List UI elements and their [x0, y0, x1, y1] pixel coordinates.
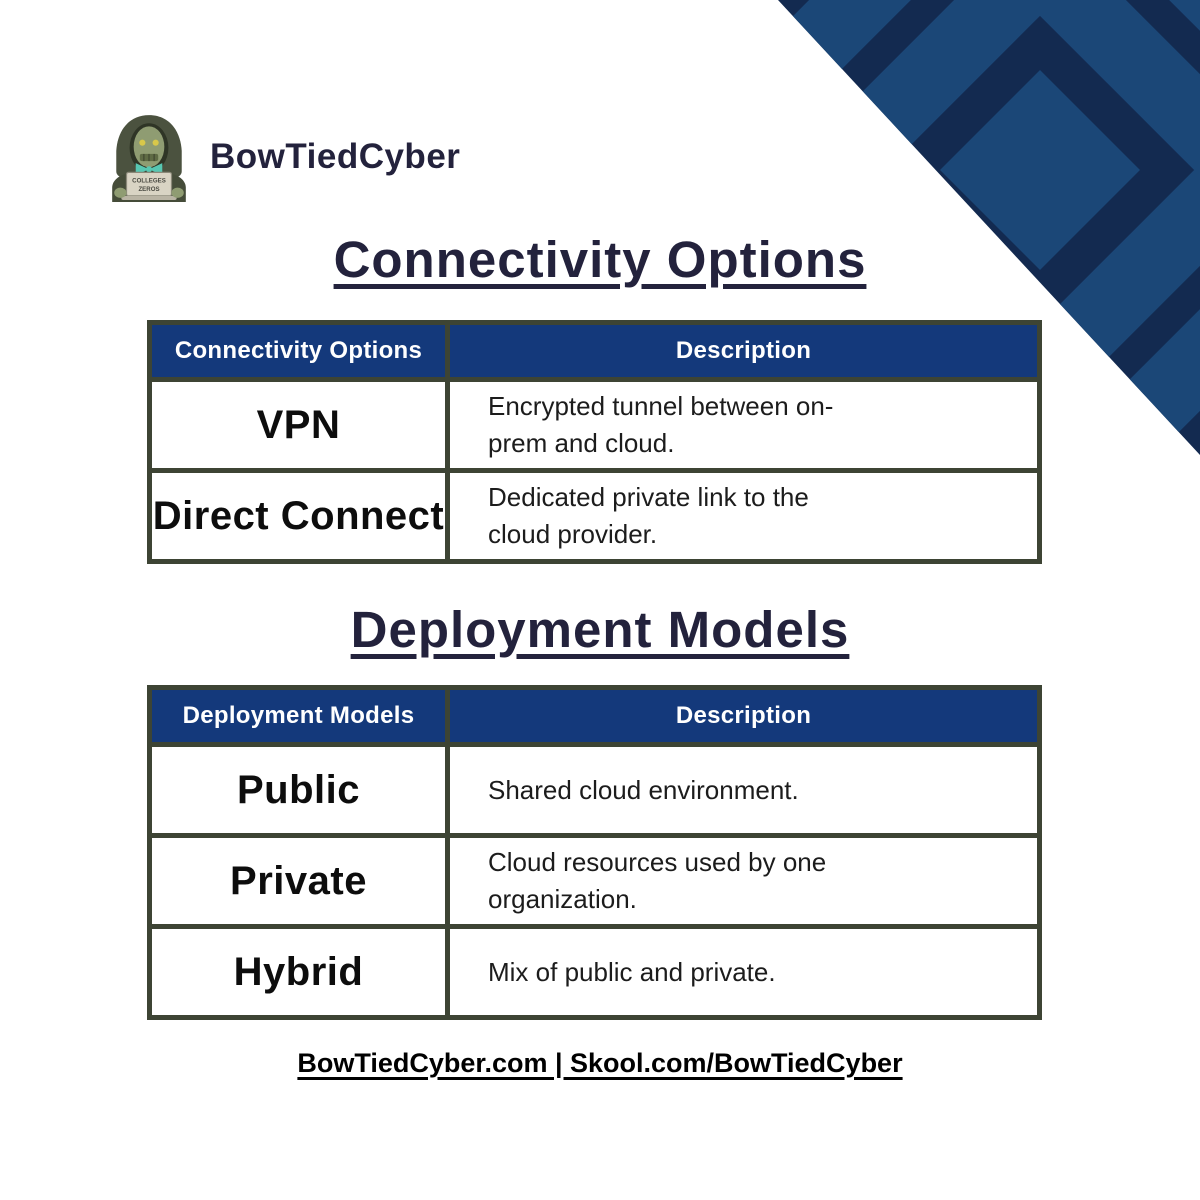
desc-cell-direct-connect: Dedicated private link to the cloud prov…: [445, 468, 1042, 564]
footer-links-text: BowTiedCyber.com | Skool.com/BowTiedCybe…: [297, 1048, 903, 1078]
laptop-sticker-line1: COLLEGES: [132, 178, 166, 185]
term-cell-private: Private: [147, 833, 450, 929]
section-title-connectivity-options: Connectivity Options: [333, 231, 867, 288]
laptop-sticker-line2: ZEROS: [138, 186, 159, 193]
desc-text: Shared cloud environment.: [488, 774, 799, 805]
header-cell-connectivity-options: Connectivity Options: [147, 320, 450, 382]
desc-cell-hybrid: Mix of public and private.: [445, 924, 1042, 1020]
term-cell-public: Public: [147, 742, 450, 838]
deployment-models-table: Deployment Models Description Public Sha…: [147, 685, 1042, 1020]
desc-cell-public: Shared cloud environment.: [445, 742, 1042, 838]
table-header-row: Connectivity Options Description: [147, 320, 1042, 382]
header-cell-description: Description: [445, 685, 1042, 747]
desc-text: Encrypted tunnel between on-prem and clo…: [488, 391, 834, 458]
table-row: Private Cloud resources used by one orga…: [147, 833, 1042, 929]
table-row: Direct Connect Dedicated private link to…: [147, 468, 1042, 564]
desc-text: Cloud resources used by one organization…: [488, 847, 827, 914]
desc-text: Dedicated private link to the cloud prov…: [488, 482, 809, 549]
desc-cell-private: Cloud resources used by one organization…: [445, 833, 1042, 929]
brand-logo: COLLEGES ZEROS BowTiedCyber: [104, 112, 460, 202]
term-cell-vpn: VPN: [147, 377, 450, 473]
bowtiedcyber-avatar-icon: COLLEGES ZEROS: [112, 115, 186, 202]
term-cell-direct-connect: Direct Connect: [147, 468, 450, 564]
brand-name: BowTiedCyber: [210, 137, 461, 176]
section-title-deployment-models: Deployment Models: [350, 601, 850, 658]
table-row: Public Shared cloud environment.: [147, 742, 1042, 838]
table-header-row: Deployment Models Description: [147, 685, 1042, 747]
header-cell-deployment-models: Deployment Models: [147, 685, 450, 747]
table-row: Hybrid Mix of public and private.: [147, 924, 1042, 1020]
header-cell-description: Description: [445, 320, 1042, 382]
connectivity-options-table: Connectivity Options Description VPN Enc…: [147, 320, 1042, 564]
term-cell-hybrid: Hybrid: [147, 924, 450, 1020]
table-row: VPN Encrypted tunnel between on-prem and…: [147, 377, 1042, 473]
desc-cell-vpn: Encrypted tunnel between on-prem and clo…: [445, 377, 1042, 473]
desc-text: Mix of public and private.: [488, 956, 776, 987]
